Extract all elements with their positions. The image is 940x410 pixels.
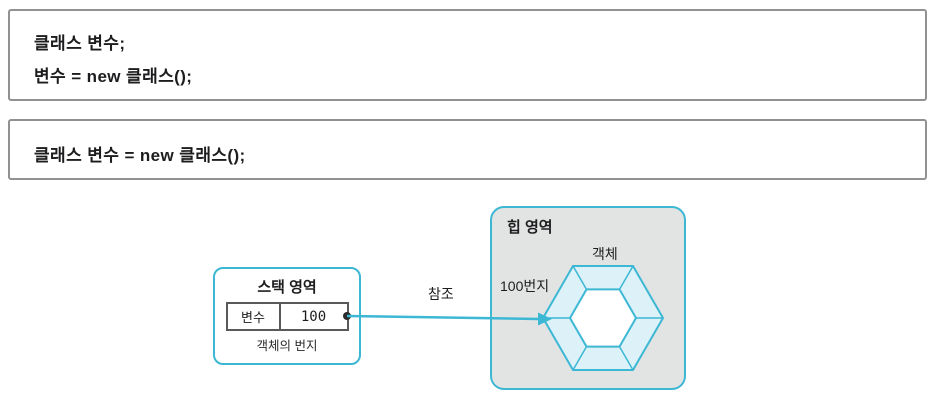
stack-caption: 객체의 번지	[256, 339, 318, 353]
stack-title: 스택 영역	[257, 279, 317, 296]
code-box-two-step: 클래스 변수; 변수 = new 클래스();	[8, 9, 927, 101]
code-line-declare: 클래스 변수;	[34, 34, 126, 53]
code-line-instantiate: 변수 = new 클래스();	[34, 67, 193, 86]
reference-label: 참조	[428, 286, 454, 302]
stack-region: 스택 영역 변수 100 객체의 번지	[213, 267, 361, 365]
address-label: 100번지	[500, 278, 550, 294]
heap-title: 힙 영역	[507, 219, 553, 236]
object-hexagon-icon	[541, 265, 665, 371]
address-cell: 100	[300, 308, 327, 325]
code-box-one-step: 클래스 변수 = new 클래스();	[8, 119, 927, 180]
variable-cell: 변수	[228, 304, 281, 329]
object-label: 객체	[592, 246, 618, 262]
variable-table: 변수 100	[225, 302, 349, 331]
heap-region: 힙 영역 객체 100번지	[490, 206, 686, 390]
code-line-combined: 클래스 변수 = new 클래스();	[34, 146, 246, 165]
